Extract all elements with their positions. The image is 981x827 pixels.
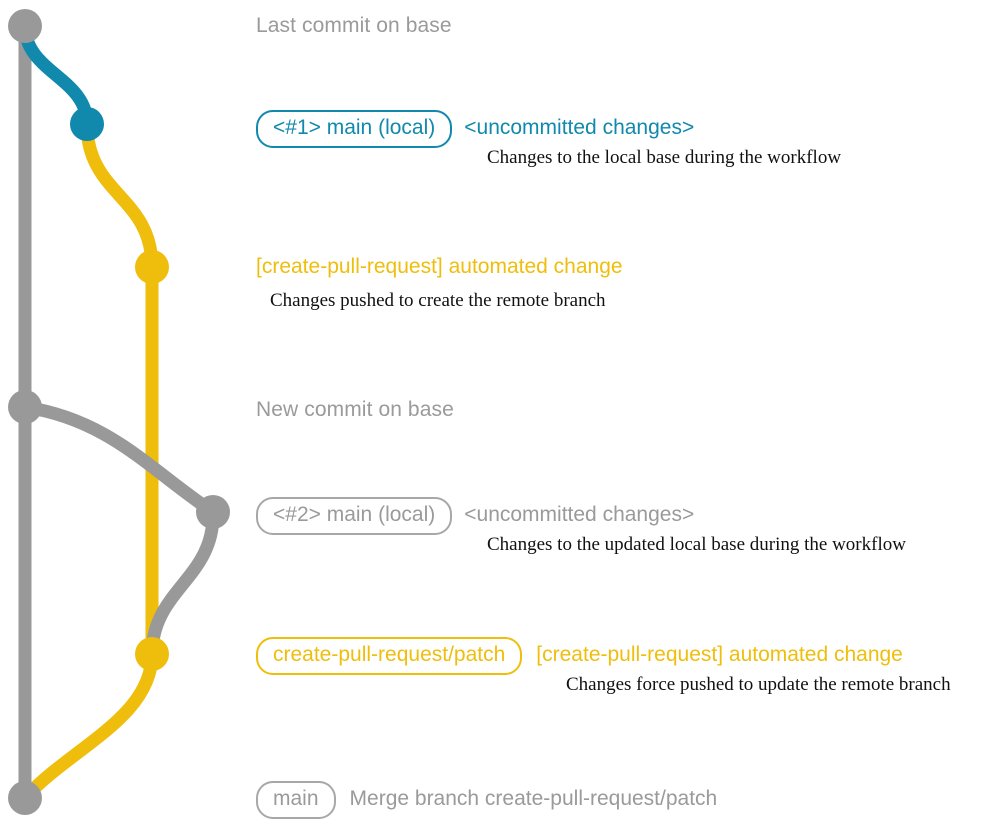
merge-remote-to-base bbox=[18, 647, 159, 805]
local-commit-2 bbox=[196, 495, 230, 529]
ref-pill-main-local-2[interactable]: <#2> main (local) bbox=[256, 497, 453, 536]
row-remote-automated-change-1: [create-pull-request] automated change bbox=[256, 255, 623, 279]
commit-subject-remote-1: [create-pull-request] automated change bbox=[256, 255, 623, 278]
commit-subject-local-2: <uncommitted changes> bbox=[464, 503, 695, 526]
commit-subject-merge: Merge branch create-pull-request/patch bbox=[349, 787, 718, 810]
row-local-uncommitted-2: <#2> main (local) <uncommitted changes> bbox=[256, 497, 695, 536]
branch-local1-remote1 bbox=[80, 117, 159, 274]
ref-pill-main-wrap: main bbox=[256, 781, 336, 820]
ref-pill-main-local-2-wrap: <#2> main (local) bbox=[256, 497, 453, 536]
caption-last-commit-on-base: Last commit on base bbox=[256, 14, 452, 37]
row-merge-main: main Merge branch create-pull-request/pa… bbox=[256, 781, 718, 820]
base-commit-new bbox=[8, 390, 42, 424]
ref-pill-create-pull-request-patch-wrap: create-pull-request/patch bbox=[256, 637, 523, 676]
commit-nodes bbox=[8, 9, 230, 815]
note-remote-automated-change-2: Changes force pushed to update the remot… bbox=[566, 674, 951, 695]
ref-pill-main[interactable]: main bbox=[256, 781, 336, 820]
ref-pill-main-local-1-wrap: <#1> main (local) bbox=[256, 110, 453, 149]
ref-pill-create-pull-request-patch[interactable]: create-pull-request/patch bbox=[256, 637, 523, 676]
local-commit-1 bbox=[70, 107, 104, 141]
note-remote-automated-change-1: Changes pushed to create the remote bran… bbox=[270, 290, 606, 311]
branch-local2-remote2 bbox=[145, 505, 220, 661]
note-local-uncommitted-1: Changes to the local base during the wor… bbox=[487, 147, 842, 168]
base-commit-top bbox=[8, 9, 42, 43]
commit-subject-remote-2: [create-pull-request] automated change bbox=[536, 643, 903, 666]
remote-commit-1 bbox=[135, 250, 169, 284]
commit-subject-local-1: <uncommitted changes> bbox=[464, 116, 695, 139]
row-local-uncommitted-1: <#1> main (local) <uncommitted changes> bbox=[256, 110, 695, 149]
caption-new-commit-on-base: New commit on base bbox=[256, 398, 454, 421]
base-merge-commit bbox=[8, 781, 42, 815]
remote-commit-2 bbox=[135, 637, 169, 671]
note-local-uncommitted-2: Changes to the updated local base during… bbox=[487, 534, 906, 555]
ref-pill-main-local-1[interactable]: <#1> main (local) bbox=[256, 110, 453, 149]
branch-base-to-local2 bbox=[18, 400, 220, 519]
row-remote-automated-change-2: create-pull-request/patch [create-pull-r… bbox=[256, 637, 903, 676]
